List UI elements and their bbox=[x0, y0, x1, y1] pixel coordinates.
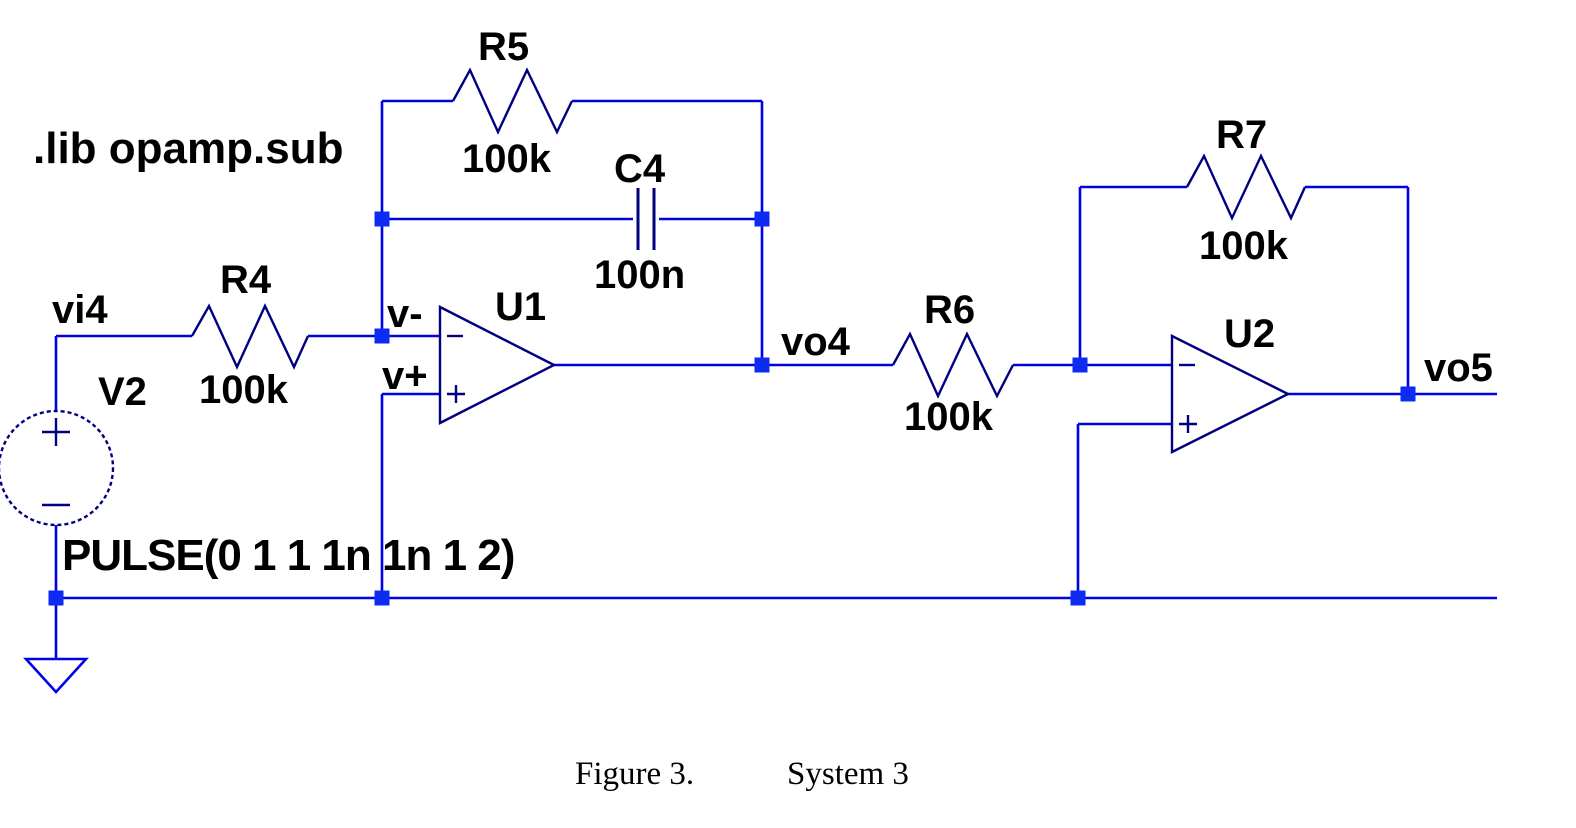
u2-ref-label: U2 bbox=[1224, 312, 1275, 356]
r7-ref-label: R7 bbox=[1216, 113, 1267, 157]
resistor-r5-symbol bbox=[451, 67, 574, 135]
wires bbox=[54, 99, 1497, 659]
voltage-source-v2-symbol bbox=[0, 409, 115, 527]
junction-dot bbox=[1070, 590, 1086, 606]
v2-pulse-params: PULSE(0 1 1 1n 1n 1 2) bbox=[62, 531, 514, 580]
r7-value-label: 100k bbox=[1199, 224, 1289, 268]
ground-symbol bbox=[23, 657, 89, 694]
r6-ref-label: R6 bbox=[924, 288, 975, 332]
net-label-vi4: vi4 bbox=[52, 288, 108, 332]
junction-dots bbox=[48, 211, 1416, 606]
r5-value-label: 100k bbox=[462, 137, 552, 181]
opamp-u1-symbol bbox=[438, 305, 557, 425]
schematic-labels: .lib opamp.sub R5 100k C4 100n R4 100k v… bbox=[33, 25, 1493, 580]
c4-ref-label: C4 bbox=[614, 147, 666, 191]
net-label-v-plus: v+ bbox=[382, 354, 428, 398]
spice-directive: .lib opamp.sub bbox=[33, 124, 343, 173]
v2-ref-label: V2 bbox=[98, 370, 147, 414]
r4-ref-label: R4 bbox=[220, 258, 272, 302]
r5-ref-label: R5 bbox=[478, 25, 529, 69]
opamp-u2-symbol bbox=[1170, 334, 1291, 454]
junction-dot bbox=[374, 590, 390, 606]
net-label-v-minus: v- bbox=[387, 292, 423, 336]
c4-value-label: 100n bbox=[594, 253, 685, 297]
component-symbols bbox=[0, 67, 1307, 694]
resistor-r7-symbol bbox=[1185, 153, 1307, 221]
junction-dot bbox=[754, 357, 770, 373]
u1-ref-label: U1 bbox=[495, 285, 546, 329]
junction-dot bbox=[374, 328, 390, 344]
net-label-vo4: vo4 bbox=[781, 320, 851, 364]
junction-dot bbox=[754, 211, 770, 227]
figure-caption-label: Figure 3. bbox=[575, 756, 694, 792]
resistor-r4-symbol bbox=[190, 303, 310, 370]
r4-value-label: 100k bbox=[199, 368, 289, 412]
net-label-vo5: vo5 bbox=[1424, 346, 1493, 390]
junction-dot bbox=[1072, 357, 1088, 373]
junction-dot bbox=[48, 590, 64, 606]
figure-caption-title: System 3 bbox=[787, 756, 909, 792]
junction-dot bbox=[374, 211, 390, 227]
resistor-r6-symbol bbox=[891, 331, 1015, 399]
figure-caption: Figure 3. System 3 bbox=[575, 756, 909, 792]
junction-dot bbox=[1400, 386, 1416, 402]
r6-value-label: 100k bbox=[904, 395, 994, 439]
